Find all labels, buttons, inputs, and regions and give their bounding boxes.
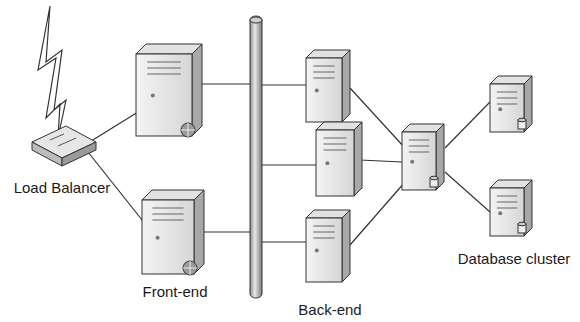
- server-icon: [490, 180, 532, 236]
- server-icon: [306, 50, 350, 122]
- server-icon: [316, 122, 362, 196]
- network-wire: [262, 84, 306, 85]
- device-label: Database cluster: [458, 250, 571, 268]
- server-icon: [490, 76, 532, 132]
- server-icon: [306, 210, 350, 282]
- network-wire: [204, 231, 250, 232]
- server-icon: [402, 124, 444, 190]
- network-wire: [360, 160, 402, 162]
- bus-end: [250, 17, 262, 23]
- network-wire: [262, 164, 316, 165]
- device-label: Front-end: [142, 283, 207, 301]
- server-icon: [142, 190, 204, 275]
- router-icon: [32, 126, 96, 166]
- network-wire: [445, 102, 490, 148]
- wireless-bolt: [38, 6, 66, 138]
- network-wire: [88, 112, 138, 143]
- network-bus: [250, 16, 262, 298]
- device-label: Load Balancer: [14, 179, 111, 197]
- network-wire: [262, 241, 306, 242]
- network-wire: [445, 172, 490, 212]
- device-label: Back-end: [298, 301, 361, 319]
- server-icon: [136, 44, 202, 137]
- network-wire: [200, 83, 250, 84]
